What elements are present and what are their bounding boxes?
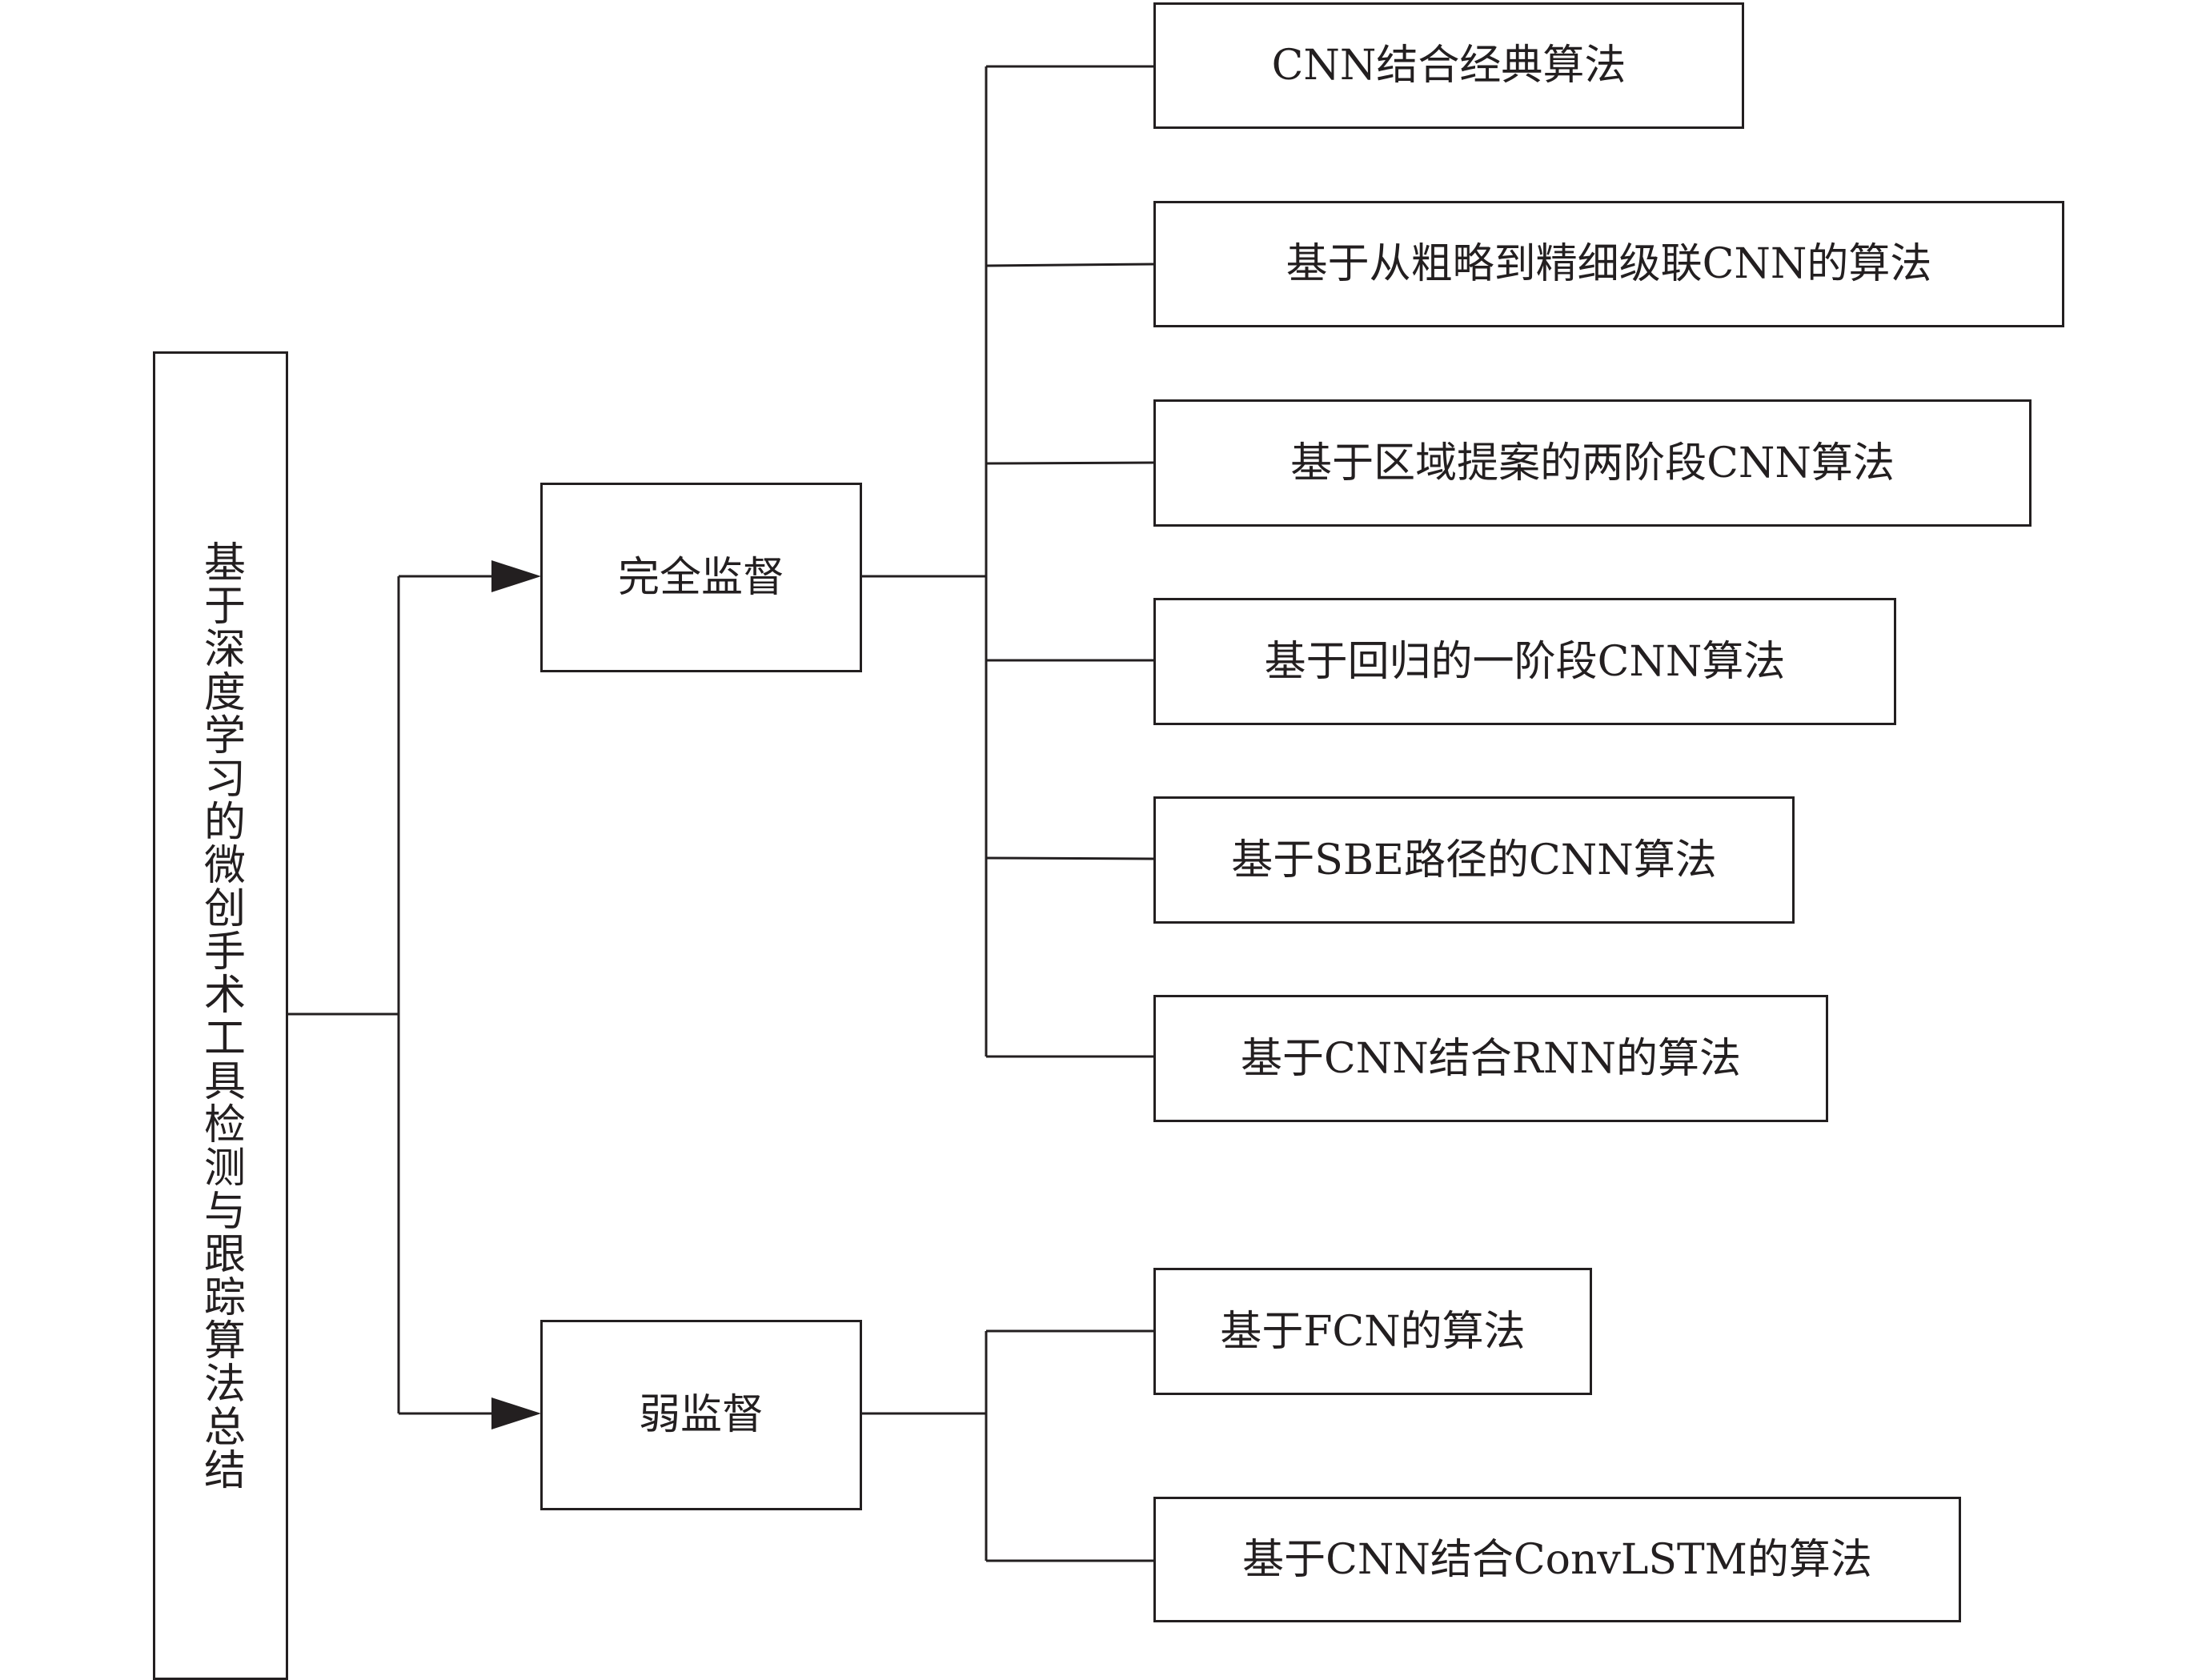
weak-supervision-leaf-1: 基于FCN的算法 [1153, 1268, 1592, 1395]
root-node-label: 基于深度学习的微创手术工具检测与跟踪算法总结 [196, 540, 245, 1491]
leaf-label: 基于FCN的算法 [1220, 1307, 1526, 1356]
leaf-label: 基于CNN结合RNN的算法 [1241, 1034, 1741, 1083]
arrow-head-weak-supervision [491, 1397, 541, 1429]
leaf-label: 基于从粗略到精细级联CNN的算法 [1285, 240, 1932, 288]
full-supervision-leaf-3: 基于区域提案的两阶段CNN算法 [1153, 399, 2032, 527]
full-supervision-label: 完全监督 [617, 553, 784, 602]
weak-supervision-label: 弱监督 [638, 1391, 764, 1439]
full-supervision-leaf-5: 基于SBE路径的CNN算法 [1153, 796, 1795, 924]
leaf-label: 基于SBE路径的CNN算法 [1231, 836, 1717, 884]
weak-supervision-node: 弱监督 [540, 1320, 862, 1510]
full-supervision-leaf-6: 基于CNN结合RNN的算法 [1153, 995, 1828, 1122]
full-supervision-leaf-2: 基于从粗略到精细级联CNN的算法 [1153, 201, 2064, 327]
full-supervision-node: 完全监督 [540, 483, 862, 672]
root-node: 基于深度学习的微创手术工具检测与跟踪算法总结 [153, 351, 288, 1680]
arrow-head-full-supervision [491, 560, 541, 592]
full-supervision-leaf-1: CNN结合经典算法 [1153, 2, 1744, 129]
full-supervision-leaf-4: 基于回归的一阶段CNN算法 [1153, 598, 1896, 725]
leaf-label: 基于区域提案的两阶段CNN算法 [1290, 439, 1895, 487]
weak-supervision-leaf-2: 基于CNN结合ConvLSTM的算法 [1153, 1497, 1961, 1622]
full-supervision-branch-5 [985, 856, 1156, 860]
leaf-label: 基于CNN结合ConvLSTM的算法 [1242, 1535, 1872, 1584]
leaf-label: CNN结合经典算法 [1271, 42, 1626, 90]
full-supervision-branch-2 [985, 263, 1156, 267]
leaf-label: 基于回归的一阶段CNN算法 [1264, 637, 1786, 686]
